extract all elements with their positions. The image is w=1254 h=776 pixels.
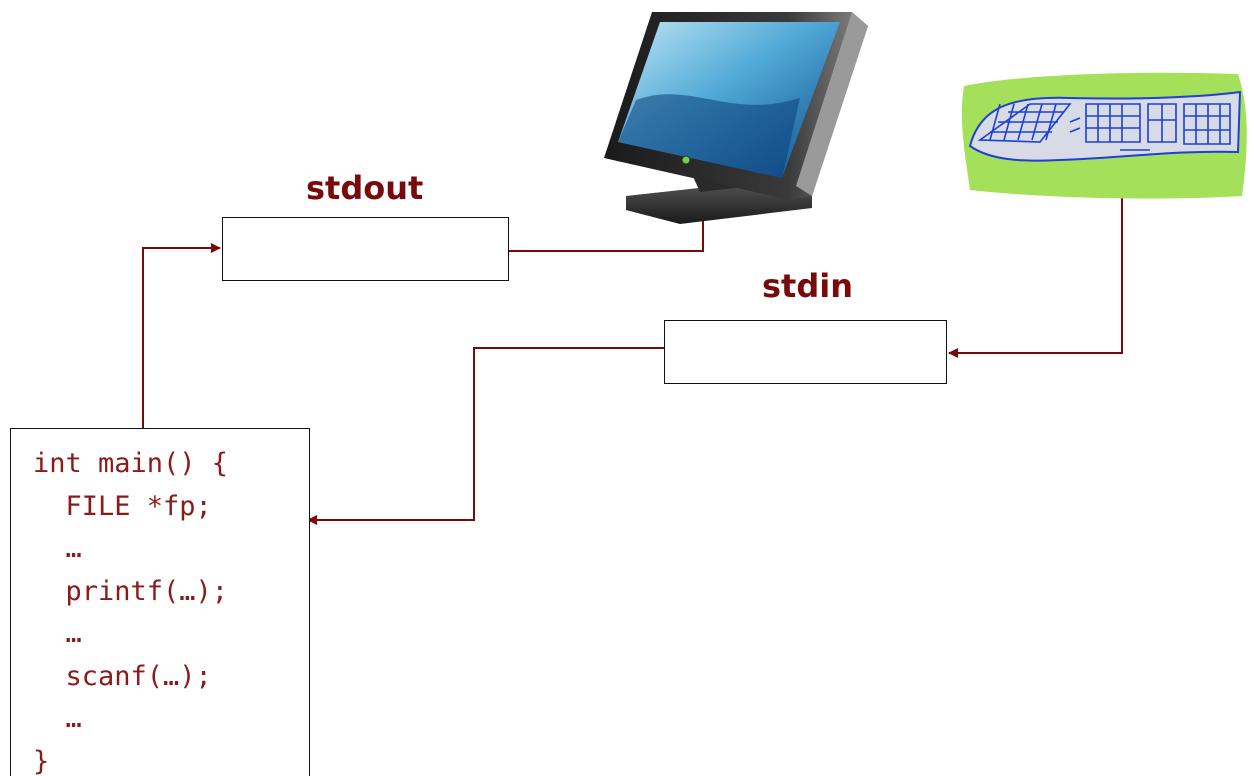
stdout-label: stdout: [306, 169, 424, 207]
stdout-buffer: [222, 217, 509, 281]
code-box: int main() { FILE *fp; … printf(…); … sc…: [10, 428, 310, 776]
code-line: printf(…);: [33, 575, 229, 607]
stdin-label: stdin: [762, 267, 853, 305]
code-line: …: [33, 703, 82, 734]
keyboard-to-stdin-arrow: [948, 168, 1123, 358]
code-listing: int main() { FILE *fp; … printf(…); … sc…: [33, 443, 228, 776]
code-line: FILE *fp;: [33, 490, 212, 522]
code-line: …: [33, 533, 82, 564]
code-line: …: [33, 618, 82, 649]
stdin-buffer: [664, 320, 947, 384]
stdin-to-code-arrow: [307, 347, 664, 525]
code-to-stdout-arrow: [142, 243, 221, 428]
code-line: }: [33, 745, 50, 776]
code-line: int main() {: [33, 448, 229, 479]
code-line: scanf(…);: [33, 660, 212, 692]
